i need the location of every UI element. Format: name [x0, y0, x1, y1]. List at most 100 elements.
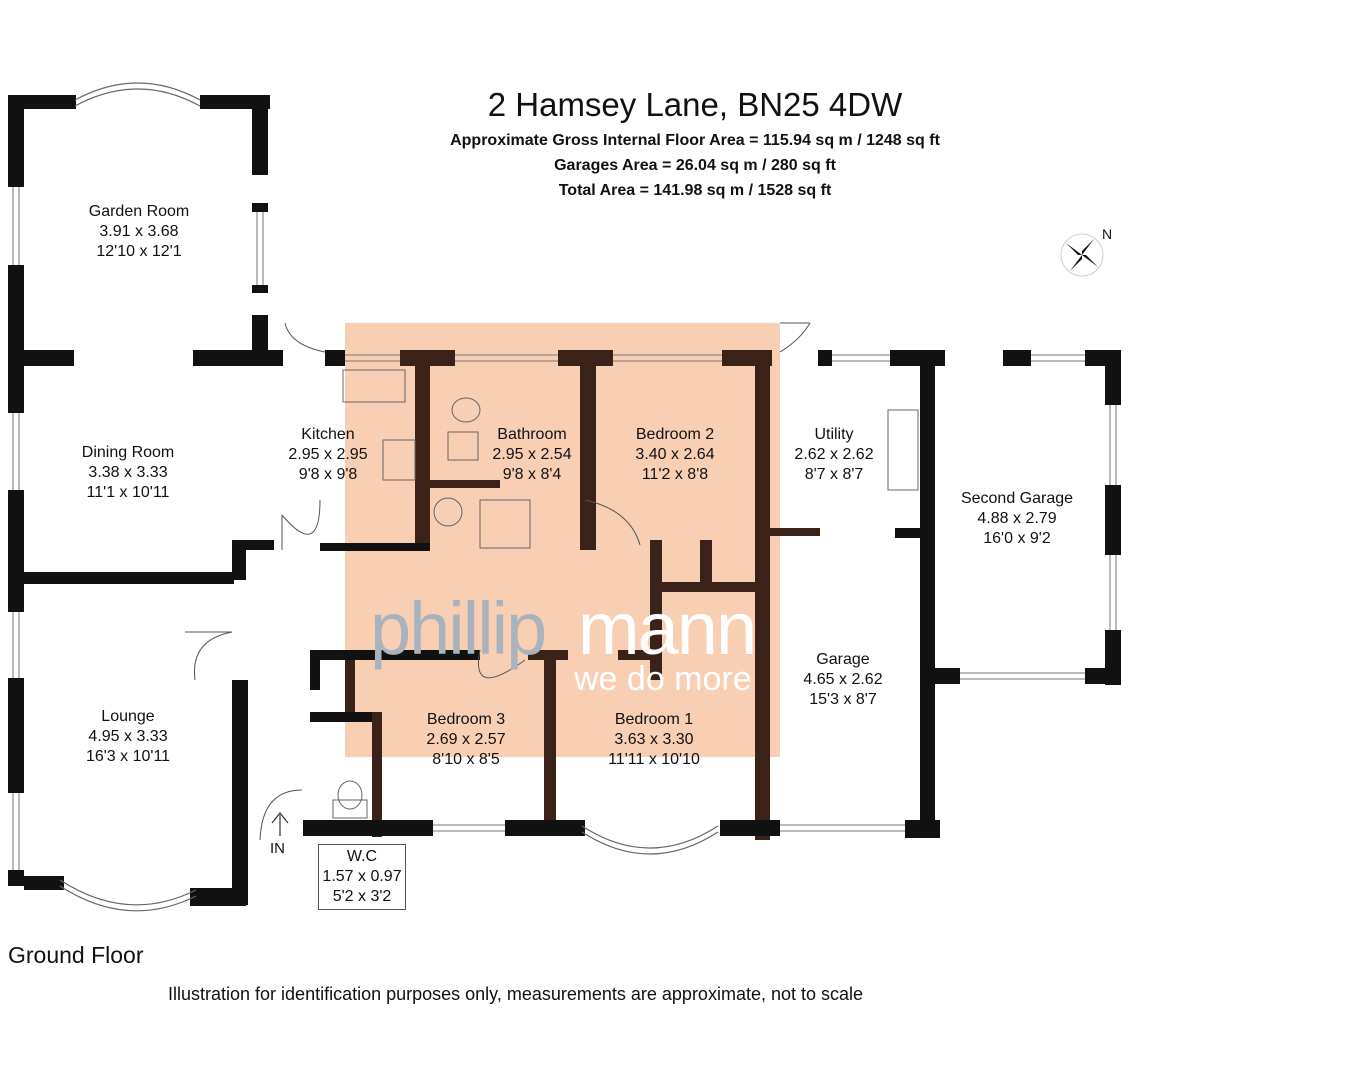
room-imperial: 11'2 x 8'8	[641, 466, 709, 483]
wall-segment	[1105, 485, 1121, 555]
wall-segment	[895, 528, 925, 538]
room-name: Lounge	[101, 708, 155, 725]
room-metric: 3.40 x 2.64	[635, 446, 715, 463]
room-name: Utility	[814, 426, 854, 443]
wall-segment	[8, 550, 24, 612]
room-name: W.C	[346, 848, 378, 865]
wall-segment	[8, 490, 24, 550]
room-name: Bedroom 3	[426, 711, 506, 728]
wall-segment	[818, 350, 832, 366]
wall-segment	[720, 820, 780, 836]
wall-segment	[310, 712, 380, 722]
fixtures	[332, 369, 919, 819]
room-metric: 2.95 x 2.54	[492, 446, 572, 463]
walls	[8, 95, 1121, 906]
entrance-label: IN	[270, 840, 285, 857]
room-imperial: 11'11 x 10'10	[608, 751, 700, 768]
wall-segment	[8, 870, 24, 886]
wall-segment	[232, 680, 248, 905]
wall-segment	[8, 95, 76, 109]
room-metric: 2.95 x 2.95	[288, 446, 368, 463]
room-metric: 4.95 x 3.33	[88, 728, 168, 745]
total-area: Total Area = 141.98 sq m / 1528 sq ft	[558, 182, 832, 199]
wall-segment	[303, 820, 383, 836]
room-imperial: 16'0 x 9'2	[983, 530, 1051, 547]
room-label: Bedroom 1 3.63 x 3.30 11'11 x 10'10	[608, 710, 700, 770]
wall-segment	[580, 350, 596, 550]
wall-segment	[252, 285, 268, 293]
room-name: Dining Room	[81, 444, 175, 461]
wall-segment	[650, 540, 662, 680]
room-name: Garden Room	[88, 203, 190, 220]
doors	[185, 322, 811, 841]
wall-segment	[310, 650, 480, 660]
room-name: Bedroom 1	[614, 711, 694, 728]
room-name: Bedroom 2	[635, 426, 715, 443]
wall-segment	[755, 350, 770, 840]
bay-windows	[59, 82, 719, 912]
wall-segment	[193, 350, 283, 366]
room-label: Bedroom 2 3.40 x 2.64 11'2 x 8'8	[635, 425, 714, 485]
room-label: Dining Room 3.38 x 3.33 11'1 x 10'11	[82, 443, 174, 503]
wall-segment	[650, 582, 760, 592]
room-imperial: 9'8 x 9'8	[298, 466, 358, 483]
wall-segment	[320, 543, 430, 551]
wall-segment	[430, 480, 500, 488]
wc-label-box	[318, 844, 406, 910]
room-imperial: 12'10 x 12'1	[96, 243, 182, 260]
room-name: Second Garage	[960, 490, 1074, 507]
room-imperial: 11'1 x 10'11	[86, 484, 170, 501]
wall-segment	[190, 888, 246, 906]
room-metric: 3.38 x 3.33	[88, 464, 168, 481]
room-imperial: 8'10 x 8'5	[432, 751, 500, 768]
wall-segment	[325, 350, 345, 366]
watermark-tagline: we do more	[574, 660, 752, 698]
room-imperial: 15'3 x 8'7	[809, 691, 877, 708]
wall-segment	[252, 315, 268, 355]
wall-segment	[618, 650, 658, 660]
wall-segment	[905, 820, 940, 838]
wall-segment	[310, 820, 320, 836]
disclaimer: Illustration for identification purposes…	[168, 984, 864, 1004]
room-imperial: 16'3 x 10'11	[85, 748, 171, 765]
room-name: Garage	[816, 651, 870, 668]
wall-segment	[8, 95, 24, 187]
wall-segment	[760, 528, 820, 536]
room-label: Utility 2.62 x 2.62 8'7 x 8'7	[794, 425, 873, 485]
wall-segment	[415, 350, 430, 550]
room-metric: 1.57 x 0.97	[322, 868, 402, 885]
room-metric: 3.63 x 3.30	[614, 731, 694, 748]
wall-segment	[232, 540, 274, 550]
internal-area: Approximate Gross Internal Floor Area = …	[450, 132, 940, 149]
wall-segment	[373, 820, 433, 836]
room-imperial: 8'7 x 8'7	[804, 466, 864, 483]
wall-segment	[8, 265, 24, 413]
room-metric: 2.69 x 2.57	[426, 731, 506, 748]
room-name: Bathroom	[497, 426, 567, 443]
wall-segment	[528, 650, 568, 660]
wall-segment	[1105, 350, 1121, 405]
room-metric: 2.62 x 2.62	[794, 446, 874, 463]
room-label: Lounge 4.95 x 3.33 16'3 x 10'11	[86, 707, 170, 767]
room-label: Garage 4.65 x 2.62 15'3 x 8'7	[803, 650, 882, 710]
room-metric: 4.65 x 2.62	[803, 671, 883, 688]
compass-north-label: N	[1102, 226, 1113, 242]
page-title: 2 Hamsey Lane, BN25 4DW	[487, 86, 903, 123]
watermark-phillip: phillip	[370, 587, 547, 670]
compass-rose-icon	[1060, 233, 1104, 277]
wall-segment	[24, 572, 234, 584]
garages-area: Garages Area = 26.04 sq m / 280 sq ft	[554, 157, 836, 174]
wall-segment	[1085, 668, 1121, 684]
wall-segment	[345, 660, 355, 720]
wall-segment	[8, 678, 24, 793]
wall-segment	[505, 820, 585, 836]
wall-segment	[890, 350, 945, 366]
wall-segment	[920, 350, 935, 838]
room-label: Bedroom 3 2.69 x 2.57 8'10 x 8'5	[426, 710, 505, 770]
floor-label: Ground Floor	[8, 942, 144, 968]
